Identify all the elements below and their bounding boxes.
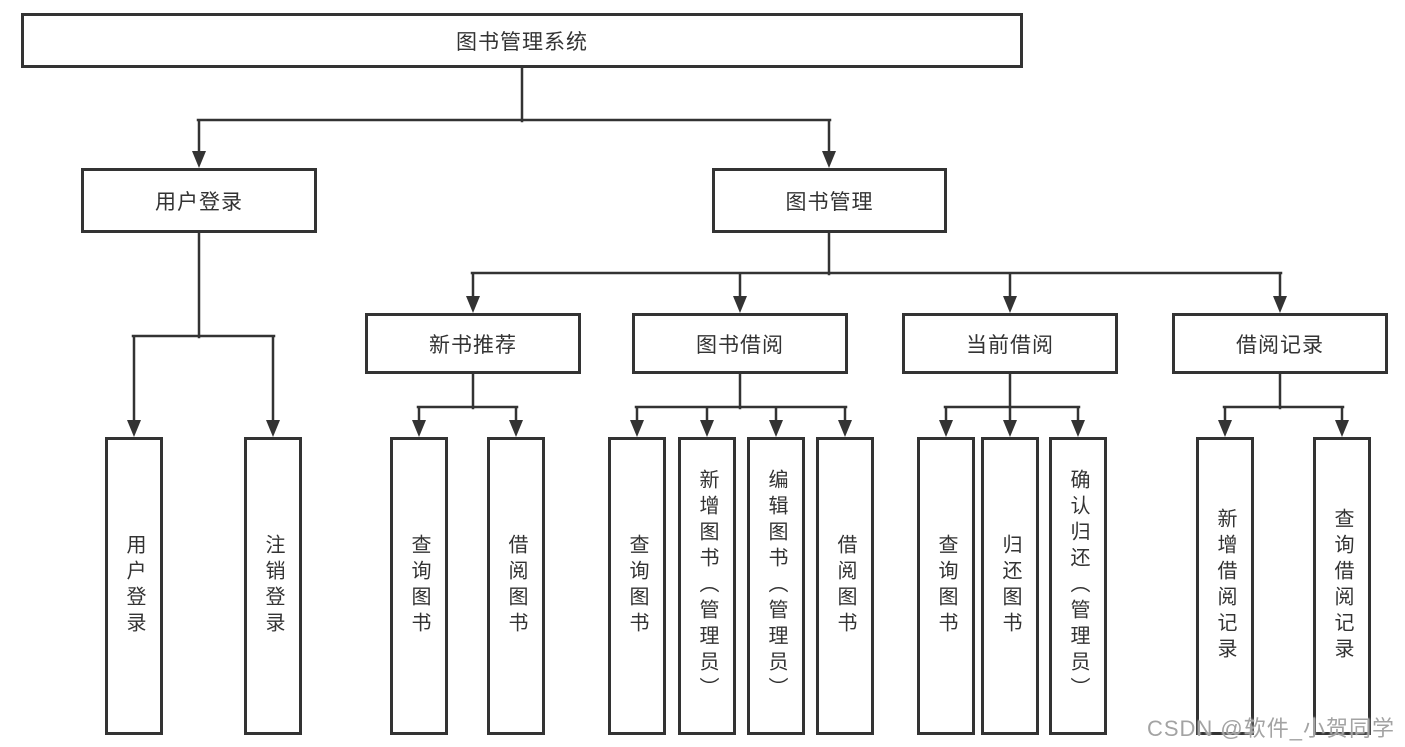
leaf-current-return-books-label: 归还图书 [999, 534, 1021, 638]
leaf-user-login: 用户登录 [105, 437, 163, 735]
leaf-user-login-label: 用户登录 [123, 534, 145, 638]
node-book-management: 图书管理 [712, 168, 947, 233]
leaf-borrowing-add-books-admin-label: 新增图书（管理员） [696, 469, 718, 703]
node-new-book-recommend-label: 新书推荐 [429, 333, 517, 357]
leaf-current-confirm-return-admin: 确认归还（管理员） [1049, 437, 1107, 735]
node-book-borrowing: 图书借阅 [632, 313, 848, 374]
csdn-watermark: CSDN @软件_小贺同学 [1146, 716, 1395, 741]
node-user-login: 用户登录 [81, 168, 317, 233]
leaf-borrowing-query-books: 查询图书 [608, 437, 666, 735]
leaf-records-query-record: 查询借阅记录 [1313, 437, 1371, 735]
leaf-recommend-borrow-books: 借阅图书 [487, 437, 545, 735]
node-root: 图书管理系统 [21, 13, 1023, 68]
leaf-borrowing-query-books-label: 查询图书 [626, 534, 648, 638]
leaf-current-return-books: 归还图书 [981, 437, 1039, 735]
node-borrowing-records-label: 借阅记录 [1236, 333, 1324, 357]
node-user-login-label: 用户登录 [155, 190, 243, 214]
leaf-logout-label: 注销登录 [262, 534, 284, 638]
leaf-current-query-books: 查询图书 [917, 437, 975, 735]
leaf-recommend-borrow-books-label: 借阅图书 [505, 534, 527, 638]
node-book-borrowing-label: 图书借阅 [696, 333, 784, 357]
node-root-label: 图书管理系统 [456, 30, 588, 54]
leaf-records-add-record-label: 新增借阅记录 [1214, 508, 1236, 664]
leaf-logout: 注销登录 [244, 437, 302, 735]
node-borrowing-records: 借阅记录 [1172, 313, 1388, 374]
leaf-records-query-record-label: 查询借阅记录 [1331, 508, 1353, 664]
leaf-borrowing-edit-books-admin-label: 编辑图书（管理员） [765, 469, 787, 703]
leaf-recommend-query-books-label: 查询图书 [408, 534, 430, 638]
node-current-borrowing-label: 当前借阅 [966, 333, 1054, 357]
leaf-borrowing-borrow-books-label: 借阅图书 [834, 534, 856, 638]
node-new-book-recommend: 新书推荐 [365, 313, 581, 374]
leaf-borrowing-edit-books-admin: 编辑图书（管理员） [747, 437, 805, 735]
leaf-borrowing-borrow-books: 借阅图书 [816, 437, 874, 735]
leaf-recommend-query-books: 查询图书 [390, 437, 448, 735]
leaf-current-query-books-label: 查询图书 [935, 534, 957, 638]
node-book-management-label: 图书管理 [785, 190, 874, 214]
leaf-records-add-record: 新增借阅记录 [1196, 437, 1254, 735]
leaf-current-confirm-return-admin-label: 确认归还（管理员） [1067, 469, 1089, 703]
node-current-borrowing: 当前借阅 [902, 313, 1118, 374]
leaf-borrowing-add-books-admin: 新增图书（管理员） [678, 437, 736, 735]
